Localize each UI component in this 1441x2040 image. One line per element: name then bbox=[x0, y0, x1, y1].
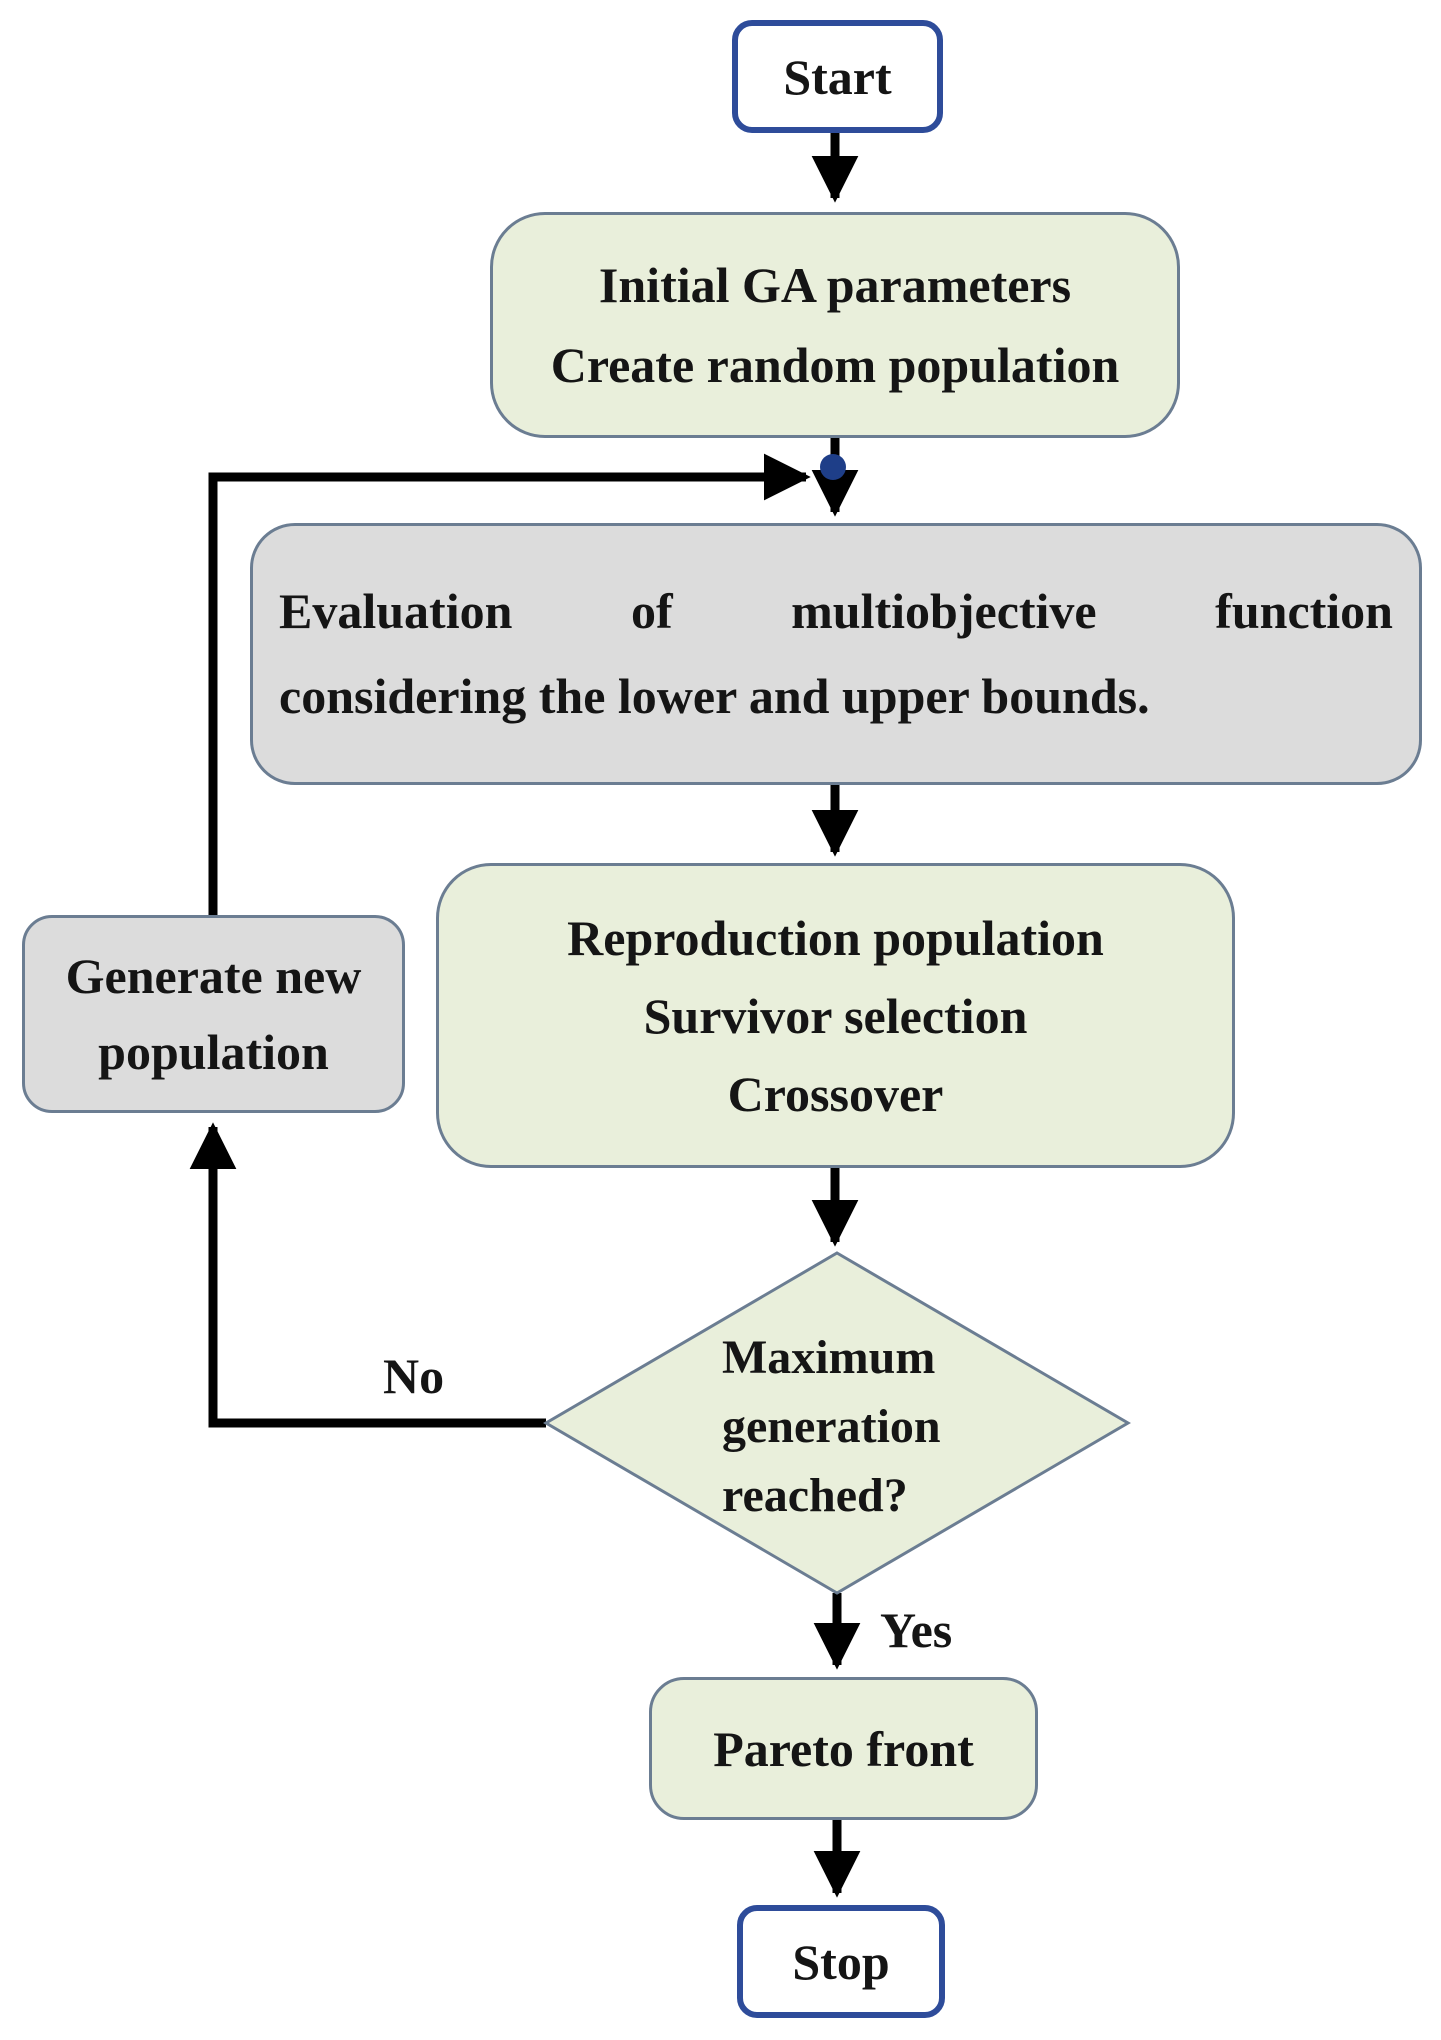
edge-feedback-to-junction bbox=[208, 453, 811, 915]
start-node: Start bbox=[732, 20, 943, 133]
evaluation-word-2: of bbox=[630, 583, 673, 639]
pareto-front-node: Pareto front bbox=[649, 1677, 1038, 1820]
evaluation-word-4: function bbox=[1215, 583, 1393, 639]
yes-branch-label: Yes bbox=[880, 1602, 953, 1658]
stop-label: Stop bbox=[792, 1933, 890, 1990]
evaluation-line1: Evaluation of multiobjective function bbox=[279, 569, 1393, 654]
init-ga-line1: Initial GA parameters bbox=[598, 257, 1072, 313]
stop-node: Stop bbox=[737, 1905, 945, 2018]
decision-line3: reached? bbox=[722, 1469, 908, 1522]
decision-line2: generation bbox=[722, 1400, 941, 1453]
start-label: Start bbox=[783, 48, 892, 105]
decision-line1: Maximum bbox=[722, 1331, 936, 1384]
evaluation-line2: considering the lower and upper bounds. bbox=[279, 668, 1150, 724]
evaluation-node: Evaluation of multiobjective function co… bbox=[250, 523, 1422, 785]
no-branch-label: No bbox=[383, 1348, 445, 1404]
init-ga-node: Initial GA parameters Create random popu… bbox=[490, 212, 1180, 438]
reproduction-line2: Survivor selection bbox=[643, 987, 1028, 1044]
evaluation-word-1: Evaluation bbox=[279, 583, 513, 639]
generate-line1: Generate new bbox=[65, 948, 362, 1004]
generate-line2: population bbox=[98, 1024, 329, 1080]
decision-node-text: Maximum generation reached? bbox=[722, 1323, 1002, 1530]
decision-diamond-shape bbox=[543, 1251, 1131, 1595]
generate-population-node: Generate new population bbox=[22, 915, 405, 1113]
junction-dot bbox=[820, 454, 846, 480]
init-ga-line2: Create random population bbox=[550, 337, 1120, 393]
reproduction-line3: Crossover bbox=[727, 1065, 944, 1122]
edge-no-to-generate bbox=[189, 1122, 546, 1428]
reproduction-node: Reproduction population Survivor selecti… bbox=[436, 863, 1235, 1168]
reproduction-line1: Reproduction population bbox=[567, 909, 1104, 966]
evaluation-word-3: multiobjective bbox=[791, 583, 1097, 639]
pareto-front-label: Pareto front bbox=[713, 1720, 974, 1777]
